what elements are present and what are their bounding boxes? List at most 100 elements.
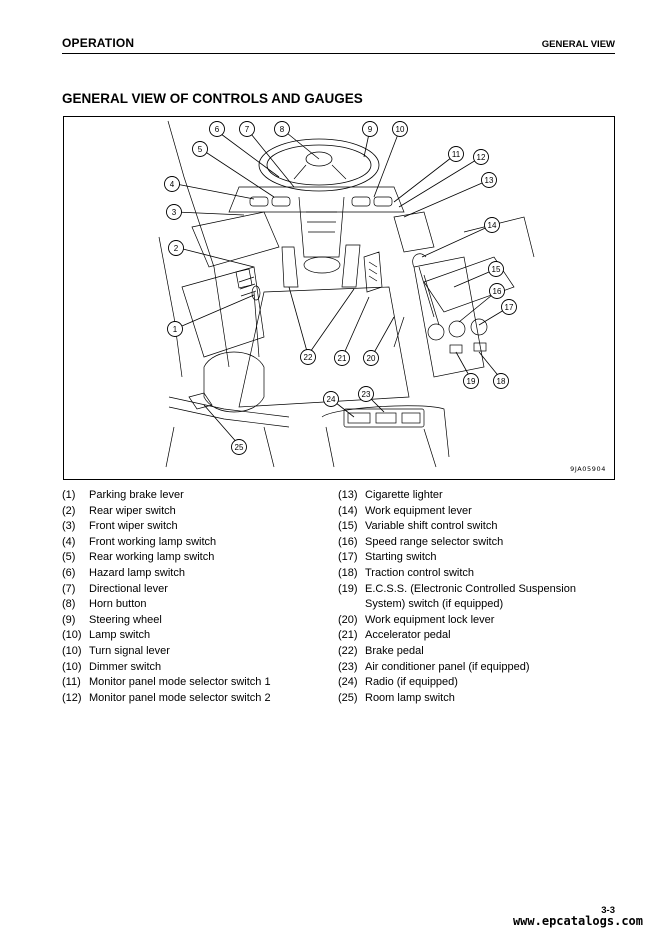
svg-text:9: 9 <box>368 125 373 134</box>
legend-item: (8)Horn button <box>62 597 332 613</box>
svg-text:4: 4 <box>170 180 175 189</box>
svg-text:20: 20 <box>367 354 376 363</box>
legend-item: (10)Lamp switch <box>62 628 332 644</box>
legend-number: (9) <box>62 613 76 626</box>
legend-item: (21)Accelerator pedal <box>338 628 598 644</box>
legend-number: (7) <box>62 582 76 595</box>
legend-item: (13)Cigarette lighter <box>338 488 598 504</box>
legend-label: Directional lever <box>89 582 168 595</box>
legend-label: Monitor panel mode selector switch 1 <box>89 676 271 689</box>
legend-number: (17) <box>338 551 358 564</box>
page-title: GENERAL VIEW OF CONTROLS AND GAUGES <box>62 91 363 106</box>
legend-label: Dimmer switch <box>89 660 162 673</box>
svg-text:8: 8 <box>280 125 285 134</box>
legend-number: (22) <box>338 644 358 657</box>
header-rule <box>62 53 615 54</box>
legend-label: Accelerator pedal <box>365 629 451 642</box>
legend-item: (11) Monitor panel mode selector switch 1 <box>62 675 332 691</box>
legend-number: (23) <box>338 660 358 673</box>
legend-number: (15) <box>338 520 358 533</box>
legend-label: Brake pedal <box>365 644 424 657</box>
legend-label: Rear wiper switch <box>89 504 176 517</box>
legend-label: Work equipment lever <box>365 504 472 517</box>
svg-text:5: 5 <box>198 145 203 154</box>
legend-item: (4)Front working lamp switch <box>62 535 332 551</box>
legend-number: (19) <box>338 582 358 595</box>
legend-item: (2) Rear wiper switch <box>62 504 332 520</box>
legend-number: (14) <box>338 504 358 517</box>
svg-text:1: 1 <box>173 325 178 334</box>
svg-text:21: 21 <box>338 354 347 363</box>
legend-label: Variable shift control switch <box>365 520 498 533</box>
legend-item: (22) Brake pedal <box>338 644 598 660</box>
callout-6: 6 <box>209 121 225 137</box>
section-subheader: GENERAL VIEW <box>541 39 615 50</box>
controls-illustration: 1 2 3 4 5 6 7 8 9 10 11 12 13 14 15 16 1… <box>63 116 615 480</box>
svg-text:18: 18 <box>497 377 506 386</box>
callout-1: 1 <box>167 321 183 337</box>
legend-label: Front working lamp switch <box>89 535 217 548</box>
legend-number: (3) <box>62 520 76 533</box>
svg-text:13: 13 <box>485 176 494 185</box>
legend-item: (6)Hazard lamp switch <box>62 566 332 582</box>
legend-label: Speed range selector switch <box>365 535 504 548</box>
legend-label: Steering wheel <box>89 613 162 626</box>
callout-21: 21 <box>334 350 350 366</box>
watermark: www.epcatalogs.com <box>512 914 643 928</box>
callout-7: 7 <box>239 121 255 137</box>
legend-item: (14) Work equipment lever <box>338 504 598 520</box>
svg-text:22: 22 <box>304 353 313 362</box>
legend-number: (18) <box>338 566 358 579</box>
legend-item: (18)Traction control switch <box>338 566 598 582</box>
svg-text:25: 25 <box>235 443 244 452</box>
callout-12: 12 <box>473 149 489 165</box>
svg-text:16: 16 <box>493 287 502 296</box>
callout-3: 3 <box>166 204 182 220</box>
svg-text:6: 6 <box>215 125 220 134</box>
legend-item: (23)Air conditioner panel (if equipped) <box>338 660 598 676</box>
cab-line-drawing: 1 2 3 4 5 6 7 8 9 10 11 12 13 14 15 16 1… <box>158 120 535 468</box>
legend-number: (16) <box>338 535 358 548</box>
callout-5: 5 <box>192 141 208 157</box>
legend-label: Lamp switch <box>89 629 151 642</box>
legend-label: Horn button <box>89 598 147 611</box>
legend-item: (9) Steering wheel <box>62 613 332 629</box>
svg-text:14: 14 <box>488 221 497 230</box>
legend-label: Radio (if equipped) <box>365 676 458 689</box>
legend-label: E.C.S.S. (Electronic Controlled Suspensi… <box>365 582 576 595</box>
legend-label: Turn signal lever <box>89 644 170 657</box>
callout-20: 20 <box>363 350 379 366</box>
callout-25: 25 <box>231 439 247 455</box>
svg-text:12: 12 <box>477 153 486 162</box>
callout-14: 14 <box>484 217 500 233</box>
legend-item: (12) Monitor panel mode selector switch 2 <box>62 691 332 707</box>
legend-number: (10) <box>62 644 82 657</box>
legend-item: (5)Rear working lamp switch <box>62 550 332 566</box>
svg-text:10: 10 <box>396 125 405 134</box>
legend-label: Cigarette lighter <box>365 489 443 501</box>
legend-item: (19) E.C.S.S. (Electronic Controlled Susp… <box>338 582 598 598</box>
legend-item: (10) Dimmer switch <box>62 660 332 676</box>
svg-text:19: 19 <box>467 377 476 386</box>
legend-number: (20) <box>338 613 358 626</box>
legend-number: (12) <box>62 691 82 704</box>
legend-item: (17) Starting switch <box>338 550 598 566</box>
legend-number: (11) <box>62 676 81 689</box>
svg-text:7: 7 <box>245 125 250 134</box>
legend-left: (1)Parking brake lever(2) Rear wiper swit… <box>62 488 332 706</box>
legend-item: (1)Parking brake lever <box>62 488 332 504</box>
page-number: 3-3 <box>601 905 615 916</box>
legend-label: Starting switch <box>365 551 437 564</box>
legend-label: System) switch (if equipped) <box>365 598 504 611</box>
callout-17: 17 <box>501 299 517 315</box>
figure-code: 9JA05904 <box>570 465 606 473</box>
legend-label: Hazard lamp switch <box>89 566 185 579</box>
legend-label: Monitor panel mode selector switch 2 <box>89 691 271 704</box>
callout-10: 10 <box>392 121 408 137</box>
legend-number: (2) <box>62 504 76 517</box>
callout-24: 24 <box>323 391 339 407</box>
svg-text:23: 23 <box>362 390 371 399</box>
svg-text:3: 3 <box>172 208 177 217</box>
legend-item: (20)Work equipment lock lever <box>338 613 598 629</box>
legend-number: (10) <box>62 660 82 673</box>
